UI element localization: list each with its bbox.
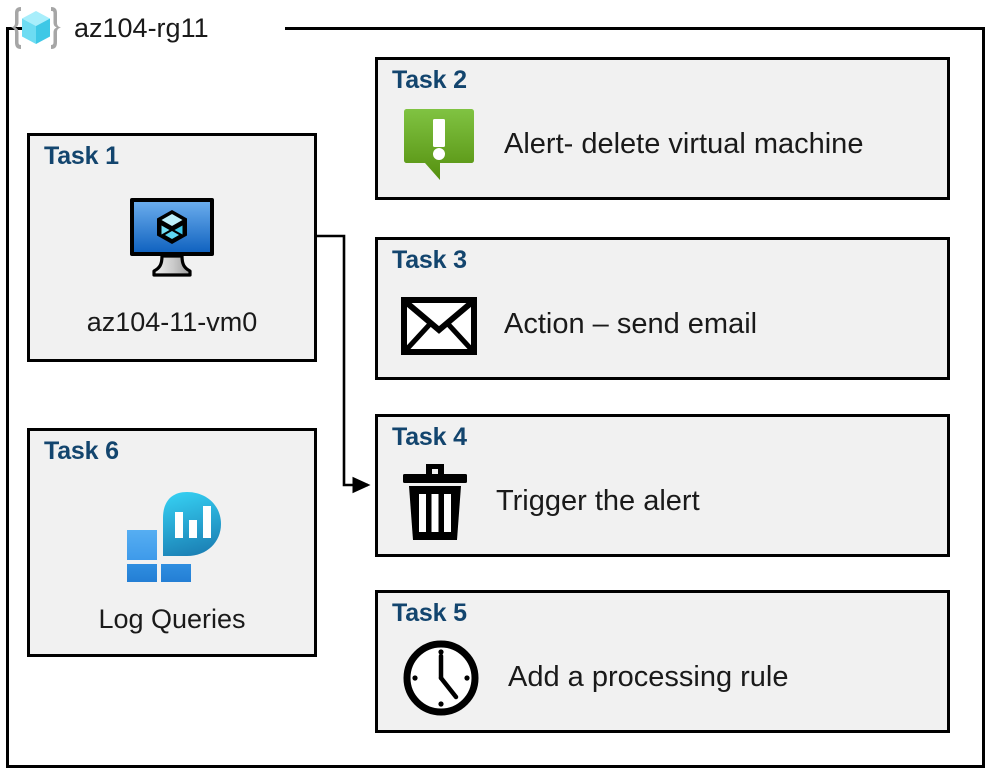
task5-title: Task 5: [392, 599, 467, 627]
task3-title: Task 3: [392, 246, 467, 274]
task-box-task5[interactable]: Task 5 Add a processing rule: [375, 590, 950, 733]
azure-resource-group-icon: [11, 7, 61, 49]
task1-label: az104-11-vm0: [86, 306, 258, 337]
trash-icon: [403, 463, 467, 540]
task5-label: Add a processing rule: [508, 661, 789, 693]
virtual-machine-icon: [130, 197, 214, 277]
resource-group-label-notch: [30, 18, 285, 40]
task3-body: Action – send email: [400, 278, 937, 371]
log-analytics-icon: [127, 492, 221, 582]
task-box-task6[interactable]: Task 6: [27, 428, 317, 657]
task-box-task2[interactable]: Task 2 Alert- delete virtual machine: [375, 57, 950, 200]
resource-group-frame: [6, 27, 985, 768]
task5-body: Add a processing rule: [400, 631, 937, 724]
task6-title: Task 6: [44, 437, 119, 465]
alert-bubble-icon: [404, 108, 474, 180]
resource-group-header: az104-rg11: [8, 2, 209, 54]
task6-label: Log Queries: [98, 604, 246, 634]
task4-title: Task 4: [392, 423, 467, 451]
task2-label: Alert- delete virtual machine: [504, 128, 864, 160]
task1-body: az104-11-vm0: [30, 180, 314, 351]
clock-icon: [403, 640, 479, 715]
task-box-task1[interactable]: Task 1: [27, 133, 317, 362]
task-box-task4[interactable]: Task 4 Trigger the alert: [375, 414, 950, 557]
task3-label: Action – send email: [504, 308, 758, 340]
resource-group-name: az104-rg11: [74, 12, 209, 43]
task2-title: Task 2: [392, 66, 467, 94]
task1-title: Task 1: [44, 142, 119, 170]
task6-body: Log Queries: [30, 475, 314, 646]
task2-body: Alert- delete virtual machine: [400, 98, 937, 191]
task4-label: Trigger the alert: [496, 485, 700, 517]
task-box-task3[interactable]: Task 3 Action – send email: [375, 237, 950, 380]
task4-body: Trigger the alert: [400, 455, 937, 548]
envelope-icon: [401, 296, 477, 355]
